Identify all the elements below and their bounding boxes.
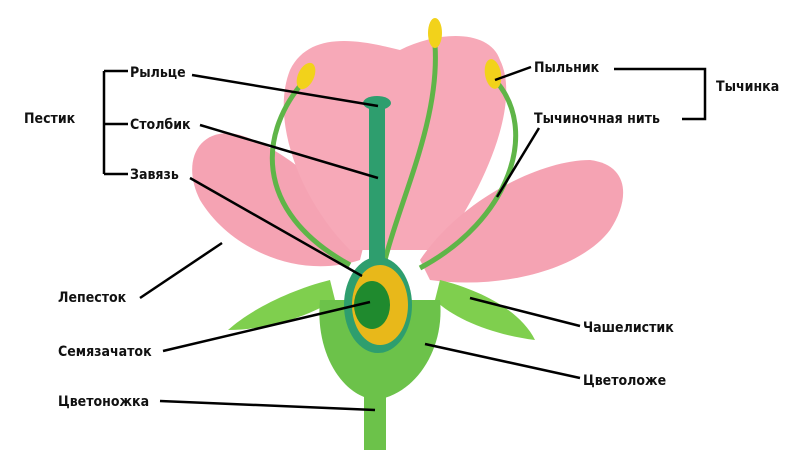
label-receptacle: Цветоложе — [583, 373, 666, 389]
anther-right — [484, 59, 502, 89]
label-pedicel: Цветоножка — [58, 394, 149, 410]
petal-top — [283, 36, 507, 250]
filament-left — [269, 78, 352, 268]
anther-middle — [428, 18, 442, 48]
leader-lines — [102, 65, 707, 412]
label-style: Столбик — [130, 117, 191, 133]
pedicel — [364, 390, 386, 450]
pistil-style — [369, 102, 385, 272]
label-ovary: Завязь — [130, 167, 179, 183]
label-ovule: Семязачаток — [58, 344, 152, 360]
pistil-stigma — [363, 96, 391, 110]
sepal-right — [435, 280, 535, 340]
label-filament: Тычиночная нить — [534, 111, 660, 127]
petals — [192, 36, 624, 283]
label-sepal: Чашелистик — [583, 320, 674, 336]
label-stamen: Тычинка — [716, 79, 779, 95]
label-anther: Пыльник — [534, 60, 600, 76]
label-petal: Лепесток — [58, 290, 127, 306]
filament-middle — [382, 44, 438, 261]
anther-left — [296, 62, 316, 90]
sepal-left — [228, 280, 335, 330]
petal-right — [420, 160, 624, 283]
label-pistil: Пестик — [24, 111, 76, 127]
label-stigma: Рыльце — [130, 65, 186, 81]
petal-left — [192, 133, 365, 267]
ovule — [354, 281, 390, 329]
stamens — [269, 44, 519, 271]
filament-right — [418, 78, 519, 271]
